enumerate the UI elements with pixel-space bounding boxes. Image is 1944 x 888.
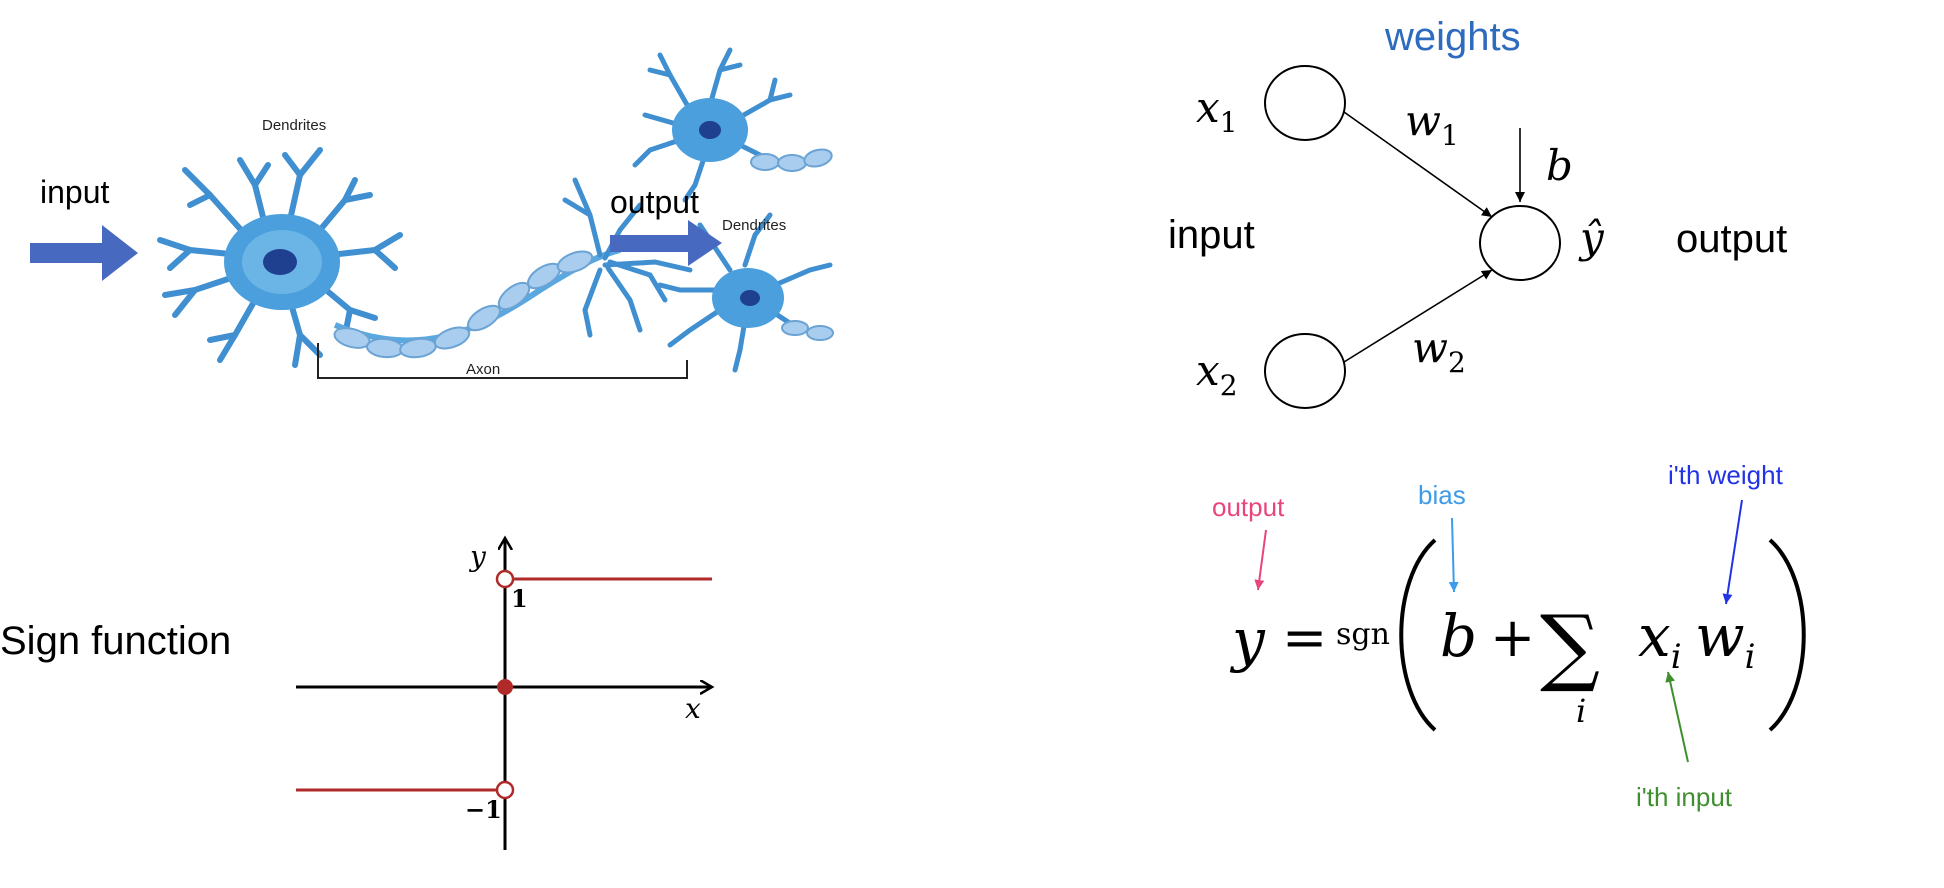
x-axis-label: x: [685, 692, 701, 725]
perceptron-diagram: weights x1 x2 w1 w2 b ŷ input output: [1168, 15, 1787, 409]
formula-y: y: [1229, 606, 1266, 674]
tick-label-pos: 1: [511, 584, 528, 613]
formula-plus: +: [1490, 606, 1535, 669]
sign-formula: output bias i'th weight i'th input y = s…: [1212, 460, 1806, 812]
w2-label: w2: [1412, 323, 1466, 379]
annotation-bias: bias: [1418, 480, 1466, 510]
output-node: [1479, 205, 1561, 281]
arrow-weight: [1722, 499, 1743, 605]
formula-b: b: [1440, 602, 1477, 670]
input-arrow-icon: [30, 225, 138, 281]
arrow-bias: [1448, 517, 1459, 593]
edge-w2: [1343, 269, 1493, 363]
open-point-bottom: [495, 780, 515, 800]
annotation-output: output: [1212, 492, 1285, 522]
right-paren: [1768, 538, 1806, 732]
w1-label: w1: [1405, 96, 1459, 152]
input-node-1: [1264, 65, 1346, 141]
axon-label: Axon: [466, 361, 500, 378]
upper-neuron-icon: [632, 47, 833, 203]
lower-neuron-icon: [657, 212, 834, 373]
formula-sum: ∑: [1540, 597, 1600, 695]
perceptron-output-label: output: [1676, 217, 1787, 261]
edge-w1: [1343, 111, 1493, 218]
arrow-input: [1665, 671, 1689, 763]
formula-w: wi: [1695, 602, 1756, 677]
tick-label-neg: −1: [465, 795, 502, 824]
sign-function-plot: Sign function y x 1 −1: [0, 538, 712, 850]
y-axis-label: y: [468, 540, 487, 573]
left-paren: [1399, 538, 1437, 732]
perceptron-input-label: input: [1168, 213, 1255, 257]
dendrites-label-main: Dendrites: [262, 117, 326, 134]
myelin-sheath-icon: [333, 250, 594, 359]
main-nucleus: [263, 249, 297, 275]
x1-label: x1: [1196, 83, 1238, 139]
arrow-output: [1254, 529, 1267, 591]
sign-function-label: Sign function: [0, 619, 231, 663]
dendrites-label-right: Dendrites: [722, 217, 786, 234]
formula-sgn: sgn: [1336, 617, 1390, 652]
filled-point-origin: [497, 679, 513, 695]
formula-sum-index: i: [1576, 692, 1586, 730]
neuron-output-label: output: [610, 184, 699, 220]
x2-label: x2: [1196, 346, 1238, 402]
yhat-label: ŷ: [1578, 213, 1605, 262]
neuron-input-label: input: [40, 174, 110, 210]
main-cell-dendrites-icon: [157, 147, 403, 368]
neuron-illustration: input Dendrites: [30, 47, 834, 379]
output-arrow-icon: [610, 220, 722, 266]
annotation-weight: i'th weight: [1668, 460, 1784, 490]
open-point-top: [495, 569, 515, 589]
formula-x: xi: [1638, 602, 1682, 677]
weights-label: weights: [1384, 15, 1521, 59]
input-node-2: [1264, 333, 1346, 409]
annotation-input: i'th input: [1636, 782, 1733, 812]
axon-bracket: [317, 343, 688, 379]
formula-equals: =: [1282, 606, 1327, 669]
bias-label: b: [1546, 141, 1573, 190]
